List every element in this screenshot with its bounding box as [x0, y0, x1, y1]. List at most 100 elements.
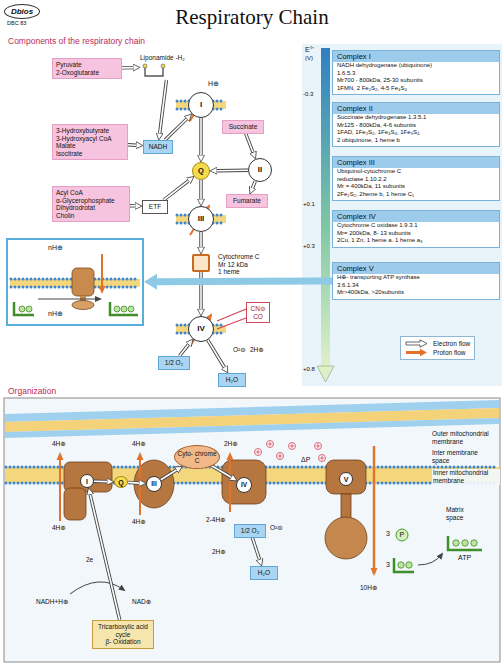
node-text: Cytochrome C: [218, 253, 260, 261]
process-box: 3-Hydroxybutyrate3-Hydroxyacyl CoAMalate…: [52, 124, 128, 160]
text-label: ATP: [458, 554, 471, 562]
text-label: +0.3: [303, 243, 315, 250]
proton-flow-sample: [406, 349, 427, 356]
node-text: CO: [250, 313, 266, 321]
cell-text: Cytochrome C oxidase 1.9.3.1: [333, 222, 499, 230]
process-box: Tricarboxylic acid cycleβ- Oxidation: [92, 620, 154, 649]
atp-synthase: [19, 306, 25, 312]
atp-synthase: [26, 306, 32, 312]
table-cell: Complex IIIUbiquinol-cytochrome Creducta…: [332, 156, 500, 201]
process-box: Fumarate: [226, 194, 268, 208]
phosphate-icon: [448, 536, 482, 550]
process-box: Acyl CoAα-GlycerophosphateDihydrodrotatC…: [52, 186, 130, 222]
connector-line: [200, 232, 202, 247]
node-text: Fumarate: [230, 197, 264, 205]
legend-row: Electron flow: [405, 339, 470, 348]
node-text: 3-Hydroxybutyrate: [56, 127, 124, 135]
text-label: 3: [386, 530, 390, 538]
cell-text: Mr>400kDa, >20subunits: [333, 289, 499, 299]
process-box: H₂O: [250, 566, 278, 580]
node-text: IV: [241, 482, 247, 489]
proton-charge: [267, 441, 274, 448]
electron-flow-arrow: [212, 466, 231, 477]
node-text: Acyl CoA: [56, 189, 126, 197]
proton-charge: [277, 453, 284, 460]
connector-outline: [90, 495, 120, 620]
potential-panel: [302, 44, 502, 386]
lipoamide-icon: [143, 64, 165, 76]
electron-flow-arrow: [94, 481, 107, 482]
text-label: 2H⊕: [250, 346, 264, 354]
node-text: nH⊕: [48, 244, 63, 252]
process-box: CN⊖CO: [246, 302, 270, 323]
complex-shape: [326, 460, 366, 494]
complex-circle: Q: [192, 162, 210, 180]
electron-flow-arrow: [201, 232, 202, 247]
node-text: 1/2 O₂: [162, 359, 186, 367]
cell-text: NADH dehydrogenase (ubiquinone): [333, 62, 499, 70]
inhibitor-line: [217, 309, 246, 329]
membrane-strip: [176, 215, 226, 223]
cell-text: Mr125 - 800kDa, 4-6 subunits: [333, 122, 499, 130]
node-text: H₂O: [254, 569, 274, 577]
process-box: ETF: [142, 200, 168, 214]
connector-line: [94, 480, 107, 482]
connector-line: [164, 181, 189, 200]
proton-charge: [289, 443, 296, 450]
cell-text: Mr = 400kDa, 11 subunits: [333, 183, 499, 191]
atp-synthase-inset: nH⊕nH⊕: [6, 238, 144, 326]
legend-text: Proton flow: [433, 348, 466, 357]
cell-text: reductase 1.10.2.2: [333, 176, 499, 184]
membrane-strip: [176, 101, 226, 109]
node-text: Liponamide -H₂: [140, 54, 196, 62]
text-label: 10H⊕: [360, 584, 377, 592]
connector-line: [122, 67, 133, 69]
node-text: Mr 12 kDa: [218, 261, 260, 269]
complex-circle: IV: [236, 477, 252, 493]
text-label: ΔP: [300, 456, 311, 464]
connector-line: [165, 119, 187, 140]
connector-outline: [161, 470, 177, 480]
electron-flow-arrow: [128, 144, 136, 146]
electron-flow-arrow: [165, 119, 187, 140]
node-text: 1 heme: [218, 268, 260, 276]
node-text: II: [258, 166, 262, 174]
text-label: Matrix space: [446, 506, 480, 522]
phosphate-icon: [398, 562, 404, 568]
connector-outline: [94, 480, 107, 484]
lipoamide-icon: [145, 66, 163, 76]
text-label: H⊕: [208, 80, 219, 88]
process-box: H₂O: [218, 373, 246, 387]
legend-sample: [405, 348, 429, 357]
node-text: IV: [197, 325, 205, 333]
electron-flow-arrow: [160, 80, 167, 133]
complex-circle: I: [80, 474, 94, 488]
text-label: E°': [305, 46, 314, 54]
complex-circle: III: [146, 476, 162, 492]
electron-flow-arrow: [130, 205, 135, 206]
connector-outline: [165, 119, 187, 140]
connector-line: [200, 180, 202, 199]
electron-flow-arrow: [164, 181, 189, 200]
lipoamide-icon: [143, 64, 147, 68]
cell-text: 1.6.5.3: [333, 70, 499, 78]
node-text: ETF: [146, 203, 164, 211]
complex-shape: [64, 460, 367, 559]
connector-outline: [252, 538, 259, 560]
connector-line: [208, 340, 224, 367]
complex-shape: [64, 488, 86, 520]
phosphate-icon: [453, 540, 459, 546]
diagram-title: Respiratory Chain: [142, 5, 362, 29]
label-oval: Dbios: [4, 4, 40, 19]
connector-outline: [253, 181, 256, 188]
table-cell: Complex INADH dehydrogenase (ubiquinone)…: [332, 50, 500, 95]
connector-outline: [128, 481, 139, 485]
connector-line: [246, 134, 253, 153]
node-text: α-Glycerophosphate: [56, 197, 126, 205]
text-label: 2H⊕: [212, 548, 226, 556]
connector-outline: [128, 143, 136, 147]
cell-heading: Complex II: [333, 103, 499, 114]
atp-synthase: [38, 299, 100, 300]
atp-synthase: [72, 301, 94, 310]
complex-circle: I: [188, 92, 214, 118]
